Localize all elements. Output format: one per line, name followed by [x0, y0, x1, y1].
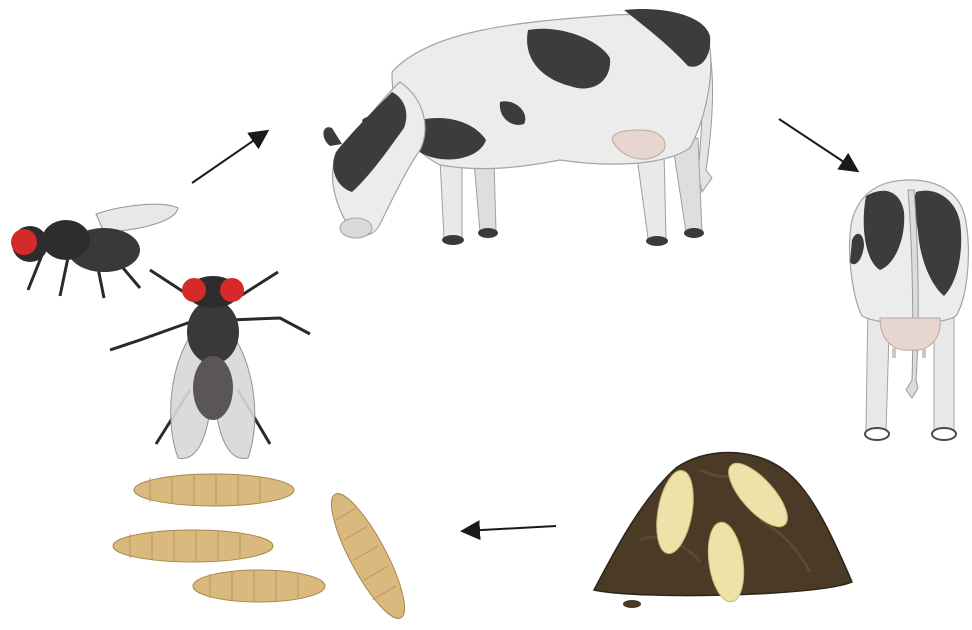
- larva: [134, 474, 294, 506]
- arrow-flies-to-cow: [192, 132, 266, 183]
- dung-pile-larvae-icon: [594, 453, 852, 609]
- housefly-top: [110, 270, 310, 458]
- housefly-adult-icon: [11, 204, 310, 458]
- fly-larvae-icon: [113, 474, 417, 626]
- housefly-side: [11, 204, 178, 298]
- larva: [193, 570, 325, 602]
- holstein-cow-side-icon: [323, 9, 712, 246]
- arrow-dung-to-larvae: [464, 526, 556, 531]
- larva: [113, 530, 273, 562]
- arrow-cow-to-cow-rear: [779, 119, 856, 170]
- larva: [319, 486, 417, 627]
- holstein-cow-rear-icon: [850, 180, 969, 440]
